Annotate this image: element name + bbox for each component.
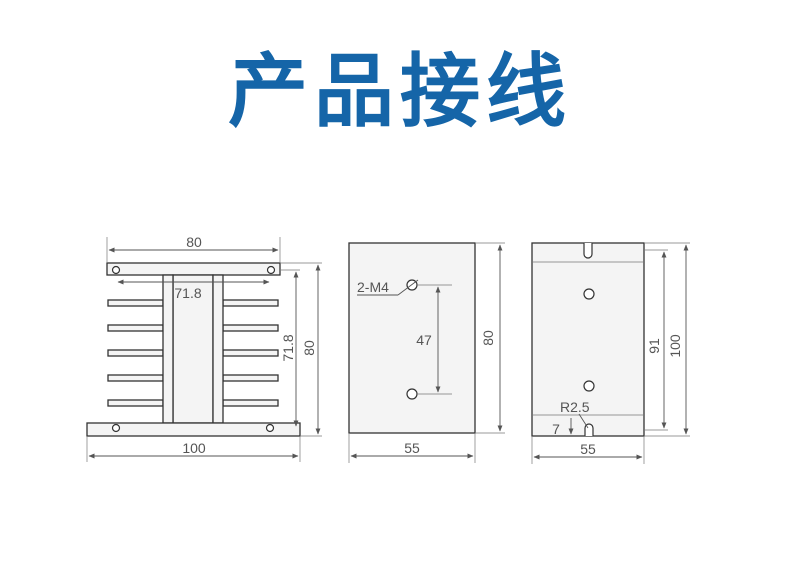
leader-line <box>397 279 419 296</box>
dim-radius: R2.5 <box>560 399 590 415</box>
dim-slot-offset: 7 <box>552 421 560 437</box>
plate-hole-upper <box>583 288 595 300</box>
dim-hole-spacing: 47 <box>416 332 432 348</box>
slot-top <box>583 243 593 259</box>
page-title: 产品接线 <box>228 45 572 138</box>
dim-inner-height: 71.8 <box>280 334 296 361</box>
heatsink-base-plate <box>86 422 301 437</box>
dim-plate-height: 80 <box>480 330 496 346</box>
fin-right <box>222 349 279 357</box>
fin-right <box>222 374 279 382</box>
mount-slot-right <box>266 265 276 275</box>
fin-right <box>222 399 279 407</box>
dim-plate-width: 55 <box>404 440 420 456</box>
dim-inner-width: 71.8 <box>174 285 201 301</box>
dim-inner-height: 91 <box>646 338 662 354</box>
dim-height: 100 <box>667 334 683 358</box>
m4-hole-bottom <box>406 388 418 400</box>
dim-width: 55 <box>580 441 596 457</box>
heatsink-front-view: 80 71.8 71.8 80 100 <box>86 234 322 462</box>
fin-left <box>107 399 164 407</box>
base-plate <box>531 242 645 437</box>
mounting-plate <box>348 242 476 434</box>
fin-left <box>107 299 164 307</box>
fin-left <box>107 349 164 357</box>
base-slot <box>265 423 275 433</box>
fin-right <box>222 324 279 332</box>
fin-right-root <box>212 274 224 424</box>
dim-height: 80 <box>301 340 317 356</box>
dim-top-width: 80 <box>186 234 202 250</box>
fin-right <box>222 299 279 307</box>
fin-left-root <box>162 274 174 424</box>
fin-left <box>107 374 164 382</box>
hole-label: 2-M4 <box>357 279 389 295</box>
mounting-plate-view: 2-M4 47 80 55 <box>348 242 505 463</box>
base-plate-view: R2.5 7 91 100 55 <box>531 242 690 464</box>
radius-leader <box>578 413 589 429</box>
fin-left <box>107 324 164 332</box>
plate-hole-lower <box>583 380 595 392</box>
mount-slot-left <box>111 265 121 275</box>
heatsink-top-plate <box>106 262 281 276</box>
base-slot <box>111 423 121 433</box>
dim-base-width: 100 <box>182 440 206 456</box>
heatsink-center-body <box>172 274 214 424</box>
